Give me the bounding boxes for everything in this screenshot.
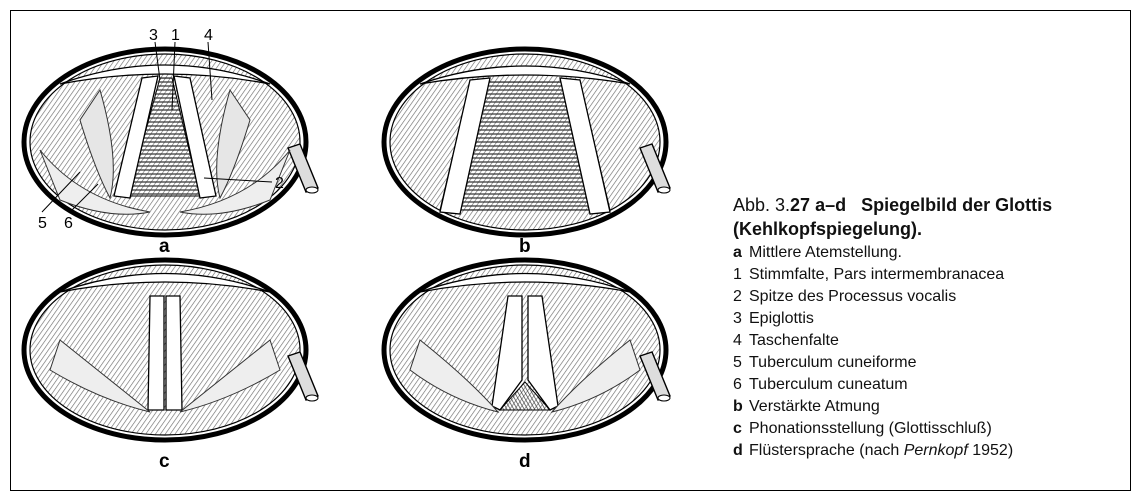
caption-item-key: b xyxy=(733,396,749,418)
caption-item-text: Spitze des Processus vocalis xyxy=(749,288,956,305)
caption-title: Abb. 3.27 a–d Spiegelbild der Glottis xyxy=(733,194,1133,217)
caption-item-text: Epiglottis xyxy=(749,310,814,327)
caption-item-author: Pernkopf xyxy=(904,442,968,459)
caption-item-text-end: 1952) xyxy=(968,442,1013,459)
panel-label-a: a xyxy=(159,236,170,257)
caption-item-key: d xyxy=(733,440,749,462)
callout-3: 3 xyxy=(149,27,158,44)
caption-item-text: Flüstersprache (nach xyxy=(749,442,904,459)
callout-1: 1 xyxy=(171,27,180,44)
caption-item-text: Phonationsstellung (Glottisschluß) xyxy=(749,420,992,437)
callout-5: 5 xyxy=(38,215,47,232)
callout-4: 4 xyxy=(204,27,213,44)
panel-c-drawing xyxy=(24,260,318,440)
caption-item-key: 3 xyxy=(733,308,749,330)
caption-title-line2: (Kehlkopfspiegelung). xyxy=(733,218,1133,241)
caption-item-text: Tuberculum cuneiforme xyxy=(749,354,916,371)
caption-item-key: 4 xyxy=(733,330,749,352)
caption-item-text: Taschenfalte xyxy=(749,332,839,349)
caption-item-key: 1 xyxy=(733,264,749,286)
callout-2: 2 xyxy=(275,175,284,192)
caption-prefix: Abb. 3. xyxy=(733,195,790,215)
panel-label-d: d xyxy=(519,451,531,472)
caption-item-key: 2 xyxy=(733,286,749,308)
caption-item-key: 6 xyxy=(733,374,749,396)
caption-number: 27 a–d xyxy=(790,195,846,215)
callout-6: 6 xyxy=(64,215,73,232)
caption-item-key: 5 xyxy=(733,352,749,374)
caption-item-key: a xyxy=(733,242,749,264)
panel-d-drawing xyxy=(384,260,670,440)
panel-label-c: c xyxy=(159,451,170,472)
figure-caption: Abb. 3.27 a–d Spiegelbild der Glottis (K… xyxy=(733,194,1133,462)
panel-label-b: b xyxy=(519,236,531,257)
panel-a-drawing xyxy=(24,42,318,235)
caption-item-text: Tuberculum cuneatum xyxy=(749,376,908,393)
caption-item-key: c xyxy=(733,418,749,440)
caption-item-text: Mittlere Atemstellung. xyxy=(749,244,902,261)
caption-item-text: Verstärkte Atmung xyxy=(749,398,880,415)
caption-title-line1: Spiegelbild der Glottis xyxy=(861,195,1052,215)
panel-b-drawing xyxy=(384,49,670,235)
caption-item-text: Stimmfalte, Pars intermembranacea xyxy=(749,266,1004,283)
